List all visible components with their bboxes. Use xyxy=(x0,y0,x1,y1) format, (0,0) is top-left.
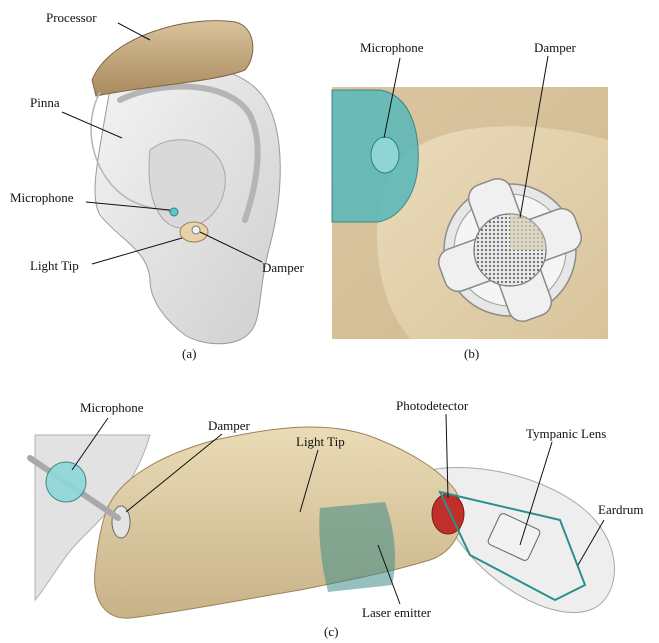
label-eardrum: Eardrum xyxy=(598,502,643,517)
panel-a: Processor Pinna Microphone Light Tip Dam… xyxy=(10,10,305,361)
label-laser-emitter: Laser emitter xyxy=(362,605,432,620)
label-microphone-c: Microphone xyxy=(80,400,144,415)
label-tympanic-lens: Tympanic Lens xyxy=(526,426,606,441)
ear-damper xyxy=(192,226,200,234)
label-microphone-b: Microphone xyxy=(360,40,424,55)
panel-c-photodetector xyxy=(432,494,464,534)
label-damper-a: Damper xyxy=(262,260,305,275)
panel-c-microphone xyxy=(46,462,86,502)
label-damper-c: Damper xyxy=(208,418,251,433)
ear-microphone xyxy=(170,208,178,216)
caption-c: (c) xyxy=(324,624,338,639)
label-photodetector: Photodetector xyxy=(396,398,469,413)
caption-a: (a) xyxy=(182,346,196,361)
panel-c-light-tip-body xyxy=(95,427,462,618)
label-pinna: Pinna xyxy=(30,95,60,110)
leader-processor xyxy=(118,23,150,40)
caption-b: (b) xyxy=(464,346,479,361)
label-light-tip-c: Light Tip xyxy=(296,434,345,449)
label-damper-b: Damper xyxy=(534,40,577,55)
label-microphone-a: Microphone xyxy=(10,190,74,205)
panel-c: Microphone Damper Light Tip Photodetecto… xyxy=(30,398,643,639)
panel-b: Microphone Damper (b) xyxy=(332,40,608,361)
panel-b-microphone-port xyxy=(371,137,399,173)
panel-c-laser-emitter xyxy=(319,502,395,592)
label-light-tip-a: Light Tip xyxy=(30,258,79,273)
label-processor: Processor xyxy=(46,10,97,25)
